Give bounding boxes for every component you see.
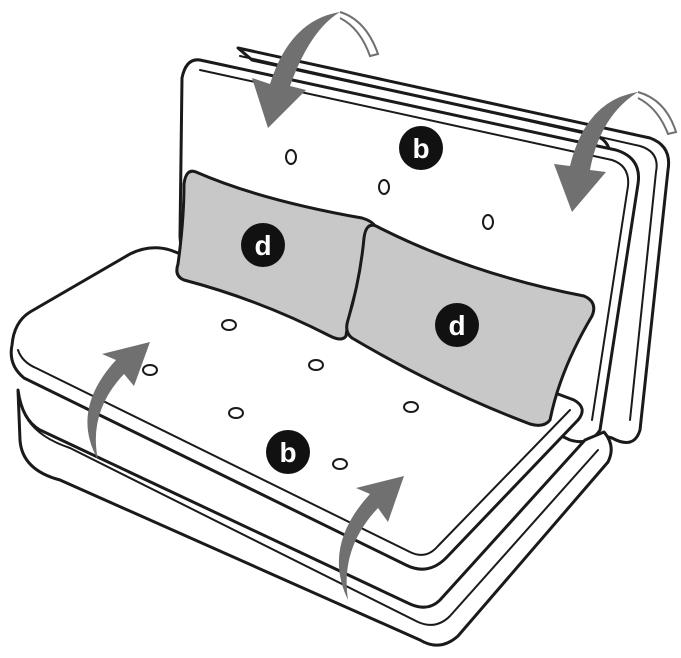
seat-button bbox=[404, 402, 418, 412]
seat-button bbox=[309, 360, 323, 370]
backrest-button bbox=[379, 180, 389, 194]
backrest-button bbox=[286, 150, 296, 164]
right-pillow-label: d bbox=[448, 310, 465, 341]
seat-button bbox=[143, 365, 157, 375]
backrest-cushion-badge: b bbox=[399, 126, 443, 170]
backrest-button bbox=[483, 215, 493, 229]
left-pillow-label: d bbox=[254, 230, 271, 261]
seat-cushion-badge: b bbox=[266, 430, 310, 474]
seat-button bbox=[333, 459, 347, 469]
seat-cushion-label: b bbox=[279, 437, 296, 468]
left-pillow-badge: d bbox=[241, 223, 285, 267]
backrest-cushion-label: b bbox=[412, 133, 429, 164]
seat-button bbox=[222, 320, 236, 330]
seat-button bbox=[229, 408, 243, 418]
right-pillow-badge: d bbox=[435, 303, 479, 347]
